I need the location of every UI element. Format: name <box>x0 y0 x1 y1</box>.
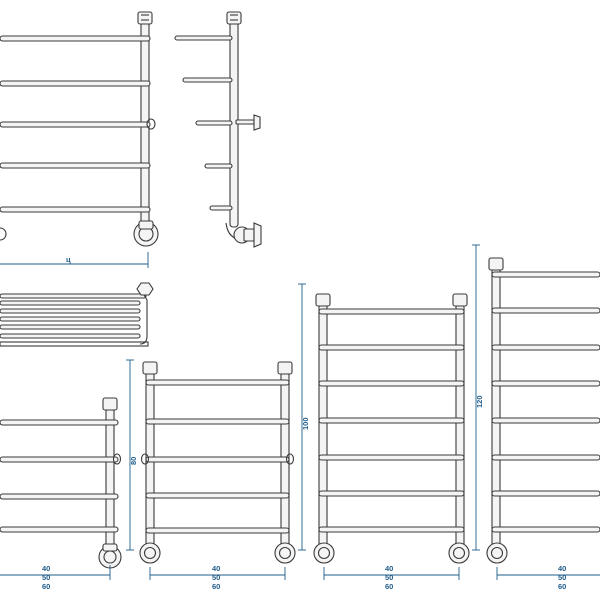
dimension-widths-d: 40 50 60 <box>496 564 600 591</box>
width-60-c: 60 <box>385 582 393 591</box>
dimension-widths-c: 40 50 60 <box>323 564 460 591</box>
model-80-left-partial <box>0 397 122 569</box>
dimension-widths-b: 40 50 60 <box>149 564 286 591</box>
width-40-a: 40 <box>42 564 50 573</box>
width-60-b: 60 <box>212 582 220 591</box>
dimension-label-height-80: 80 <box>129 457 138 465</box>
width-40-d: 40 <box>558 564 566 573</box>
dimension-height-120: 120 <box>472 244 484 551</box>
dimension-label-height-120: 120 <box>475 395 484 408</box>
dimension-label-width: ц <box>66 255 71 264</box>
dimension-height-100: 100 <box>298 283 310 551</box>
width-40-c: 40 <box>385 564 393 573</box>
width-50-a: 50 <box>42 573 50 582</box>
width-50-c: 50 <box>385 573 393 582</box>
width-60-a: 60 <box>42 582 50 591</box>
dimension-label-height-100: 100 <box>301 417 310 430</box>
model-100 <box>313 293 470 564</box>
dimension-height-80: 80 <box>126 359 138 551</box>
width-50-d: 50 <box>558 573 566 582</box>
dimension-widths-a: 40 50 60 <box>0 564 111 591</box>
width-40-b: 40 <box>212 564 220 573</box>
shelf-model <box>0 282 154 347</box>
side-view <box>174 11 262 248</box>
dimension-width-top: ц <box>0 252 149 268</box>
model-80-full <box>139 361 296 564</box>
width-50-b: 50 <box>212 573 220 582</box>
model-120-partial <box>486 257 600 564</box>
width-60-d: 60 <box>558 582 566 591</box>
front-view-top <box>0 11 159 247</box>
